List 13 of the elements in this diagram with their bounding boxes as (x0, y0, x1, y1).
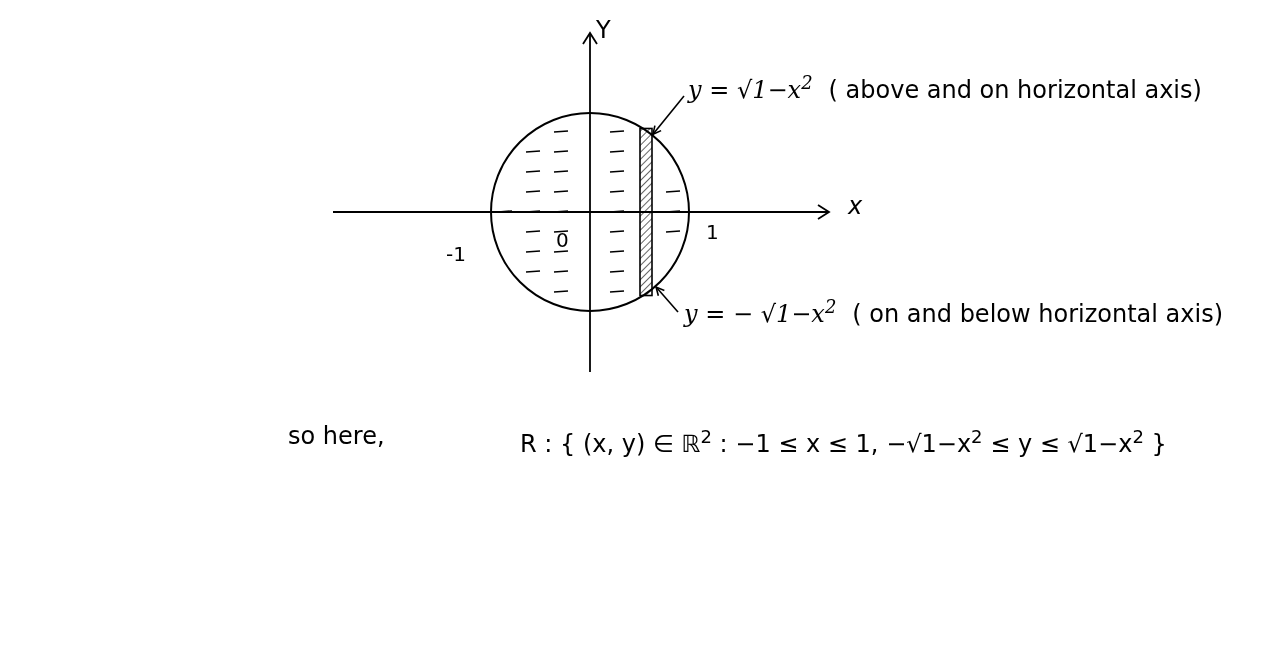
annotation-text: ( above and on horizontal axis) (828, 75, 1202, 106)
equation: y = − √1−x$^{2}$ (684, 296, 837, 330)
arrow (655, 286, 679, 313)
axis-label: 0 (556, 227, 569, 254)
axis-label: x (848, 191, 863, 222)
axis-label: -1 (446, 241, 466, 268)
annotation-text: ( on and below horizontal axis) (852, 299, 1223, 330)
axis-label: 1 (706, 219, 719, 246)
arrow (652, 95, 685, 136)
note-text: so here, (288, 421, 385, 452)
equation: y = √1−x$^{2}$ (688, 72, 813, 106)
axis-label: Y (596, 15, 611, 46)
set-equation: R : { (x, y) ∈ ℝ$^{2}$ : −1 ≤ x ≤ 1, −√1−x$^{2}$ ≤ y ≤ √1−x$^{2}$ } (520, 428, 1167, 460)
